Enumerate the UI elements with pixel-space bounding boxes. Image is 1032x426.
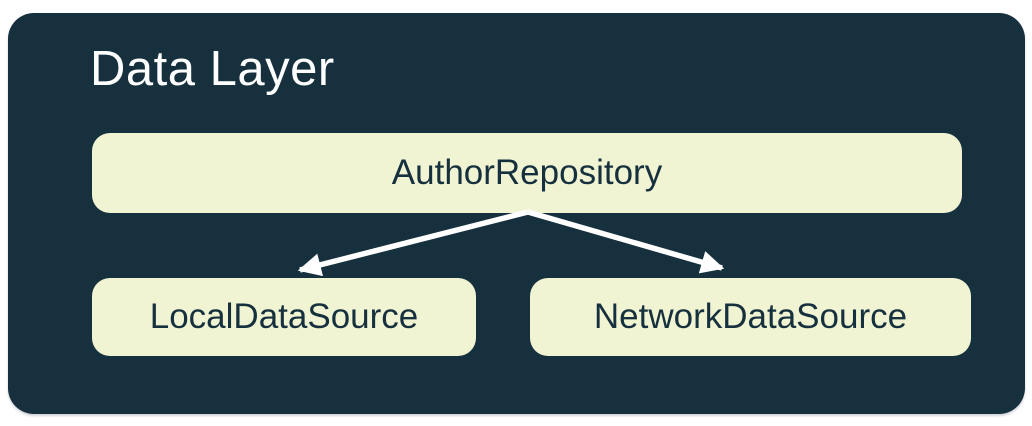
node-local-data-source-label: LocalDataSource (149, 297, 419, 336)
node-author-repository-label: AuthorRepository (391, 153, 663, 192)
node-network-data-source-label: NetworkDataSource (593, 297, 908, 336)
data-layer-container: Data Layer AuthorRepository LocalDataSou… (8, 13, 1025, 414)
data-layer-title: Data Layer (90, 42, 335, 96)
edge-repository-to-local (297, 209, 529, 277)
node-local-data-source: LocalDataSource (92, 278, 476, 356)
node-author-repository: AuthorRepository (92, 133, 962, 213)
edge-repository-to-network (527, 209, 725, 274)
node-network-data-source: NetworkDataSource (530, 278, 971, 356)
